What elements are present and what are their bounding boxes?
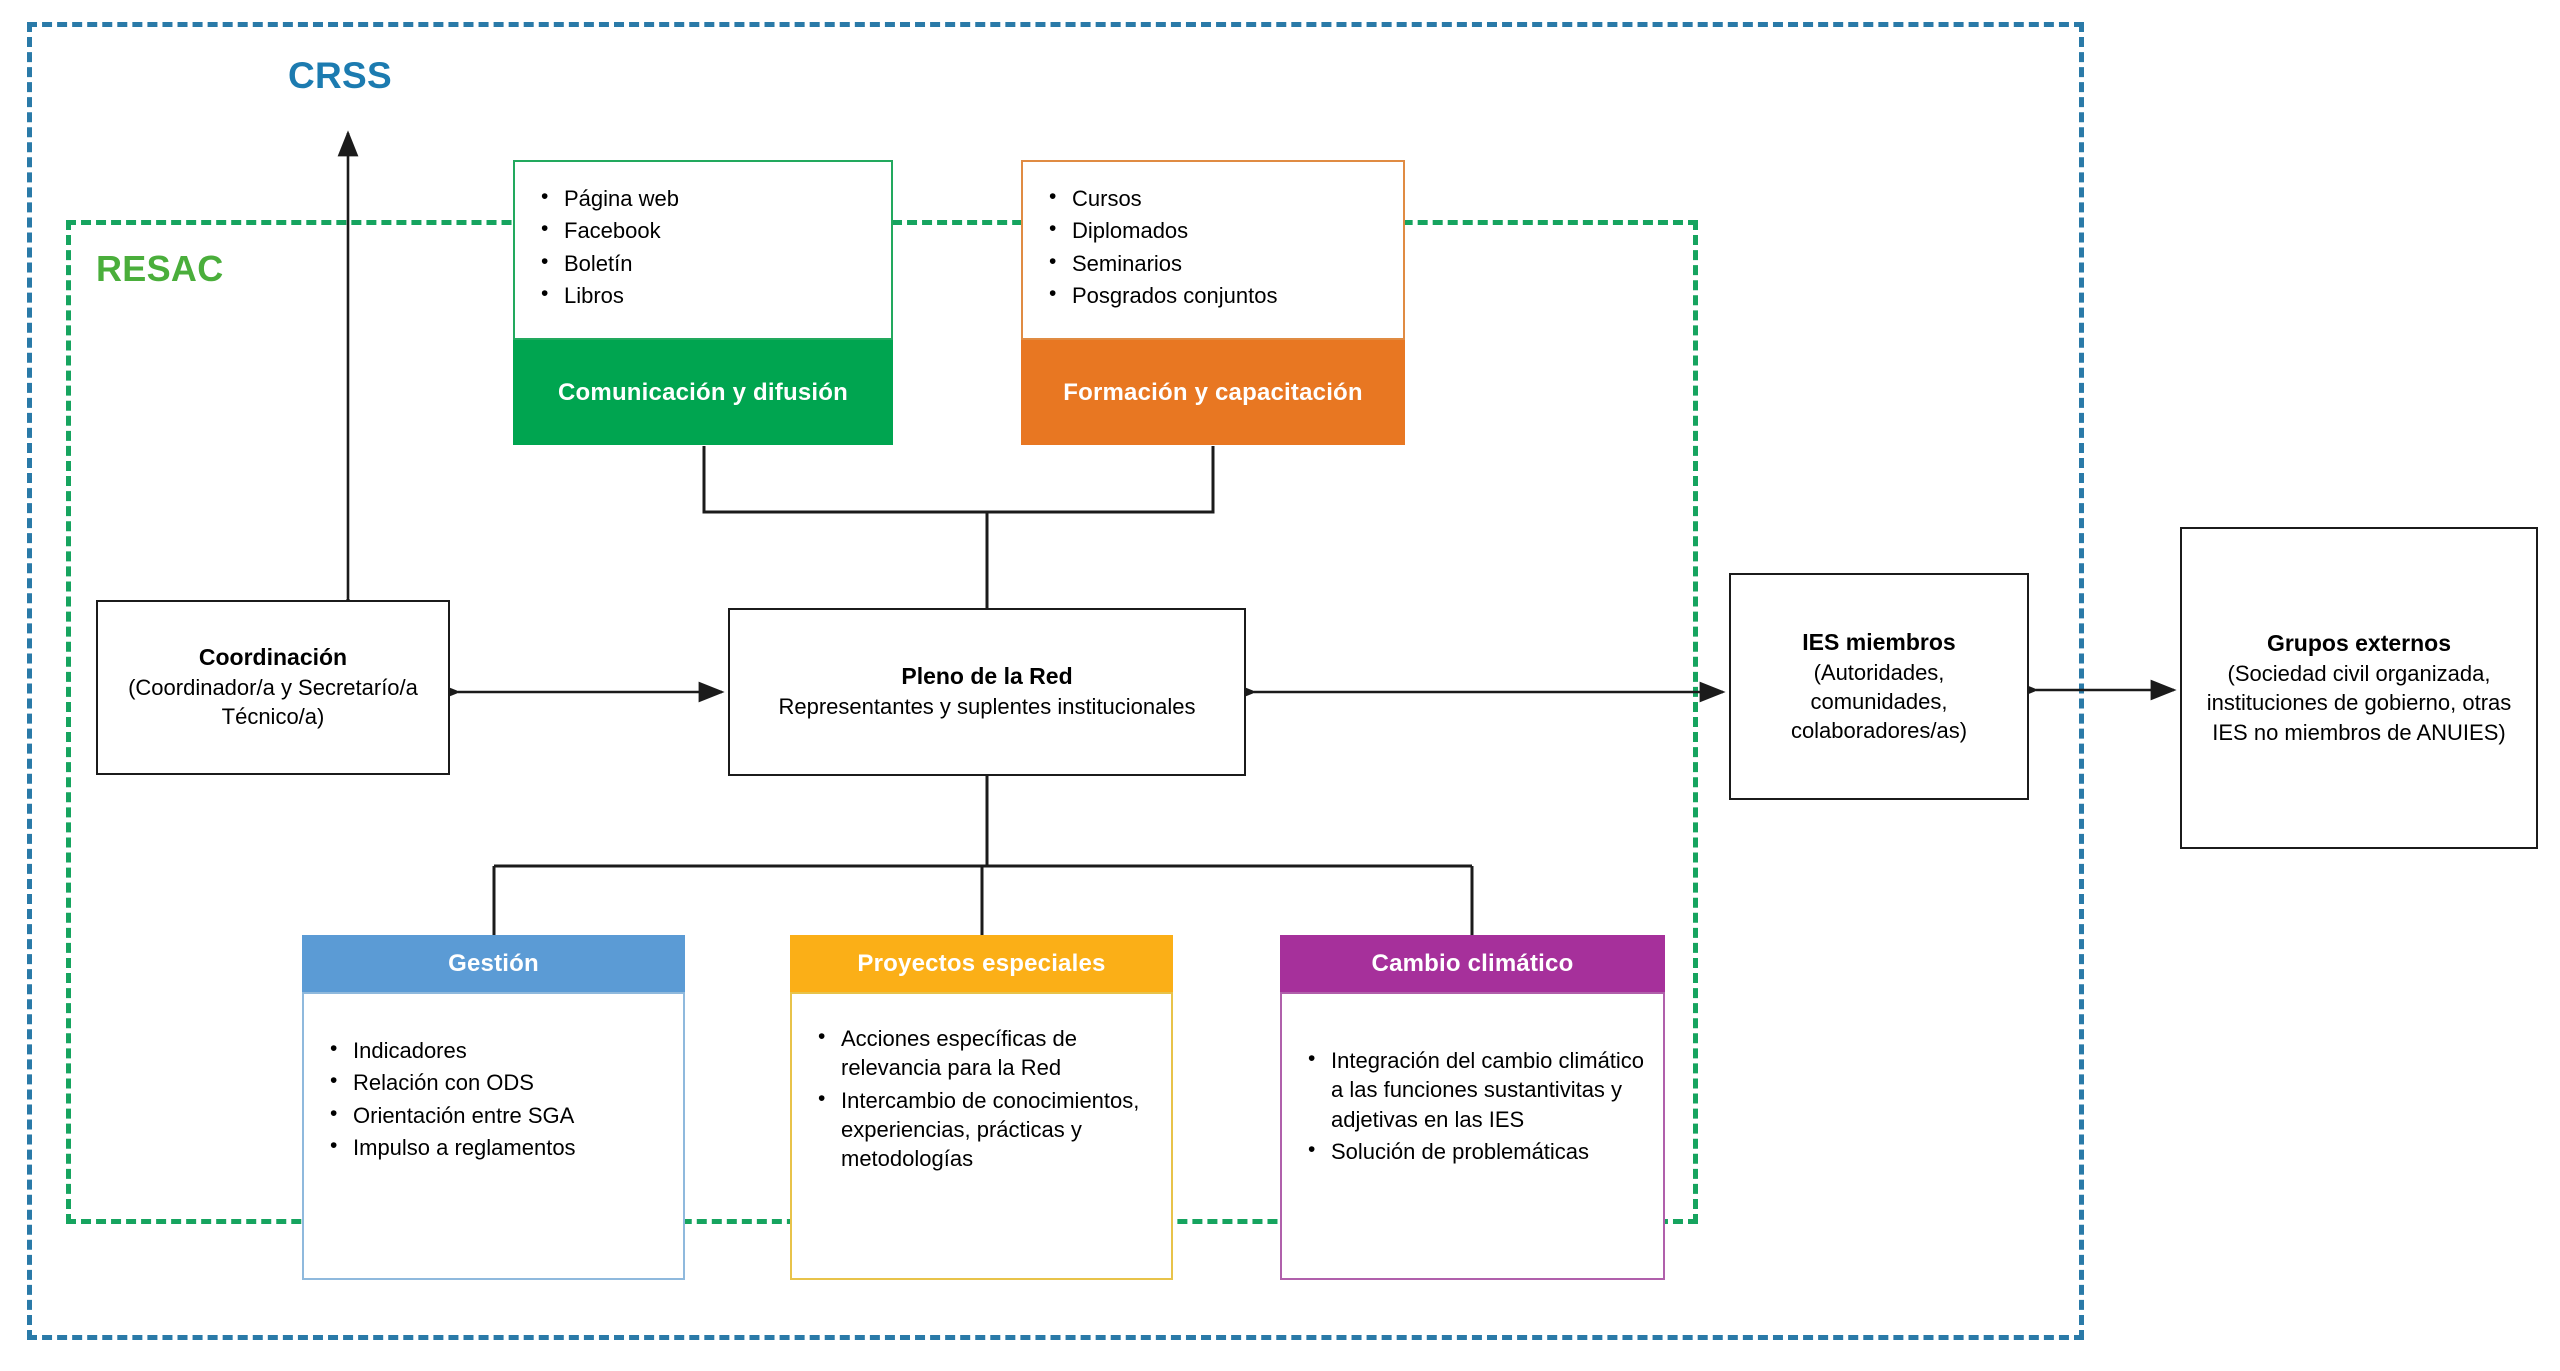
list-item: Libros — [537, 280, 873, 310]
card-formacion-body: Cursos Diplomados Seminarios Posgrados c… — [1021, 160, 1405, 340]
box-coordinacion[interactable]: Coordinación (Coordinador/a y Secretarío… — [96, 600, 450, 775]
list-item: Intercambio de conocimientos, experienci… — [814, 1085, 1153, 1174]
card-cambio-header: Cambio climático — [1280, 935, 1665, 992]
card-cambio-list: Integración del cambio climático a las f… — [1304, 1045, 1645, 1166]
card-formacion-header: Formación y capacitación — [1021, 340, 1405, 445]
list-item: Cursos — [1045, 183, 1385, 213]
card-cambio-climatico[interactable]: Cambio climático Integración del cambio … — [1280, 935, 1665, 1280]
list-item: Acciones específicas de relevancia para … — [814, 1023, 1153, 1083]
list-item: Solución de problemáticas — [1304, 1136, 1645, 1166]
card-gestion[interactable]: Gestión Indicadores Relación con ODS Ori… — [302, 935, 685, 1280]
list-item: Posgrados conjuntos — [1045, 280, 1385, 310]
box-grupos-externos-title: Grupos externos — [2266, 630, 2452, 657]
card-gestion-body: Indicadores Relación con ODS Orientación… — [302, 992, 685, 1280]
box-ies-miembros-title: IES miembros — [1802, 628, 1956, 655]
card-comunicacion-y-difusion[interactable]: Página web Facebook Boletín Libros Comun… — [513, 160, 893, 445]
list-item: Relación con ODS — [326, 1067, 665, 1097]
list-item: Facebook — [537, 215, 873, 245]
box-grupos-externos-subtitle: (Sociedad civil organizada, institucione… — [2206, 661, 2512, 745]
card-proyectos-body: Acciones específicas de relevancia para … — [790, 992, 1173, 1280]
card-gestion-list: Indicadores Relación con ODS Orientación… — [326, 1035, 665, 1162]
list-item: Integración del cambio climático a las f… — [1304, 1045, 1645, 1134]
box-grupos-externos[interactable]: Grupos externos (Sociedad civil organiza… — [2180, 527, 2538, 849]
crss-scope-label: CRSS — [288, 55, 392, 96]
card-comunicacion-body: Página web Facebook Boletín Libros — [513, 160, 893, 340]
resac-scope-label: RESAC — [96, 248, 224, 289]
card-formacion-y-capacitacion[interactable]: Cursos Diplomados Seminarios Posgrados c… — [1021, 160, 1405, 445]
box-pleno-title: Pleno de la Red — [901, 663, 1073, 690]
box-coordinacion-title: Coordinación — [198, 644, 348, 671]
card-proyectos-header: Proyectos especiales — [790, 935, 1173, 992]
list-item: Orientación entre SGA — [326, 1099, 665, 1130]
card-formacion-list: Cursos Diplomados Seminarios Posgrados c… — [1045, 183, 1385, 310]
card-comunicacion-list: Página web Facebook Boletín Libros — [537, 183, 873, 310]
list-item: Seminarios — [1045, 247, 1385, 278]
list-item: Impulso a reglamentos — [326, 1132, 665, 1162]
card-proyectos-especiales[interactable]: Proyectos especiales Acciones específica… — [790, 935, 1173, 1280]
card-comunicacion-header: Comunicación y difusión — [513, 340, 893, 445]
list-item: Indicadores — [326, 1035, 665, 1065]
list-item: Diplomados — [1045, 215, 1385, 245]
box-coordinacion-subtitle: (Coordinador/a y Secretarío/a Técnico/a) — [128, 675, 418, 730]
box-ies-miembros-subtitle: (Autoridades, comunidades, colaboradores… — [1790, 659, 1968, 744]
card-cambio-body: Integración del cambio climático a las f… — [1280, 992, 1665, 1280]
box-pleno-subtitle: Representantes y suplentes institucional… — [778, 694, 1196, 720]
box-pleno-de-la-red[interactable]: Pleno de la Red Representantes y suplent… — [728, 608, 1246, 776]
list-item: Página web — [537, 183, 873, 213]
card-proyectos-list: Acciones específicas de relevancia para … — [814, 1023, 1153, 1174]
list-item: Boletín — [537, 247, 873, 278]
card-gestion-header: Gestión — [302, 935, 685, 992]
box-ies-miembros[interactable]: IES miembros (Autoridades, comunidades, … — [1729, 573, 2029, 800]
